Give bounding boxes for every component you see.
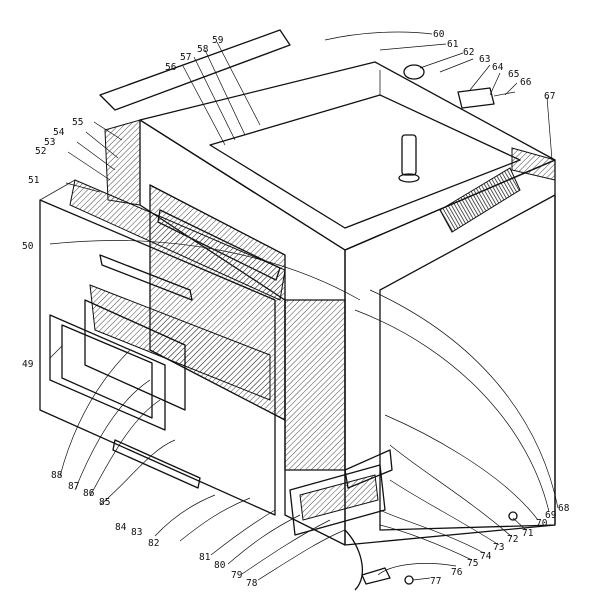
part-label-81: 81 xyxy=(199,552,211,563)
part-label-52: 52 xyxy=(35,146,46,157)
part-label-77: 77 xyxy=(430,576,441,587)
part-label-88: 88 xyxy=(51,470,63,481)
part-label-74: 74 xyxy=(480,551,492,562)
part-label-54: 54 xyxy=(53,127,65,138)
part-label-73: 73 xyxy=(493,542,504,553)
part-label-85: 85 xyxy=(99,497,110,508)
part-label-72: 72 xyxy=(507,534,518,545)
bake-element-terminal xyxy=(398,134,420,183)
part-label-59: 59 xyxy=(212,35,224,46)
part-label-57: 57 xyxy=(180,52,191,63)
part-label-61: 61 xyxy=(447,39,459,50)
part-label-69: 69 xyxy=(545,510,557,521)
part-labels: 49 50 51 52 53 54 55 56 57 58 59 60 61 6… xyxy=(22,29,570,589)
part-label-86: 86 xyxy=(83,488,95,499)
part-label-67: 67 xyxy=(544,91,555,102)
part-label-82: 82 xyxy=(148,538,159,549)
part-label-62: 62 xyxy=(463,47,474,58)
part-label-80: 80 xyxy=(214,560,226,571)
part-label-51: 51 xyxy=(28,175,40,186)
part-label-78: 78 xyxy=(246,578,258,589)
part-label-87: 87 xyxy=(68,481,79,492)
part-label-70: 70 xyxy=(536,518,548,529)
part-label-55: 55 xyxy=(72,117,83,128)
part-label-63: 63 xyxy=(479,54,490,65)
part-label-76: 76 xyxy=(451,567,463,578)
bottom-bracket xyxy=(289,449,518,591)
part-label-64: 64 xyxy=(492,62,504,73)
part-label-53: 53 xyxy=(44,137,55,148)
top-right-fittings xyxy=(403,64,516,109)
oven-door xyxy=(39,179,286,516)
part-label-66: 66 xyxy=(520,77,532,88)
leader-lines xyxy=(49,31,559,581)
part-label-75: 75 xyxy=(467,558,478,569)
part-label-56: 56 xyxy=(165,62,177,73)
part-label-71: 71 xyxy=(522,528,534,539)
part-label-60: 60 xyxy=(433,29,445,40)
part-label-83: 83 xyxy=(131,527,142,538)
oven-cabinet xyxy=(99,29,556,546)
part-label-68: 68 xyxy=(558,503,570,514)
part-label-84: 84 xyxy=(115,522,127,533)
part-label-49: 49 xyxy=(22,359,34,370)
part-label-50: 50 xyxy=(22,241,34,252)
side-panel xyxy=(379,194,556,531)
part-label-65: 65 xyxy=(508,69,519,80)
part-label-58: 58 xyxy=(197,44,209,55)
part-label-79: 79 xyxy=(231,570,243,581)
